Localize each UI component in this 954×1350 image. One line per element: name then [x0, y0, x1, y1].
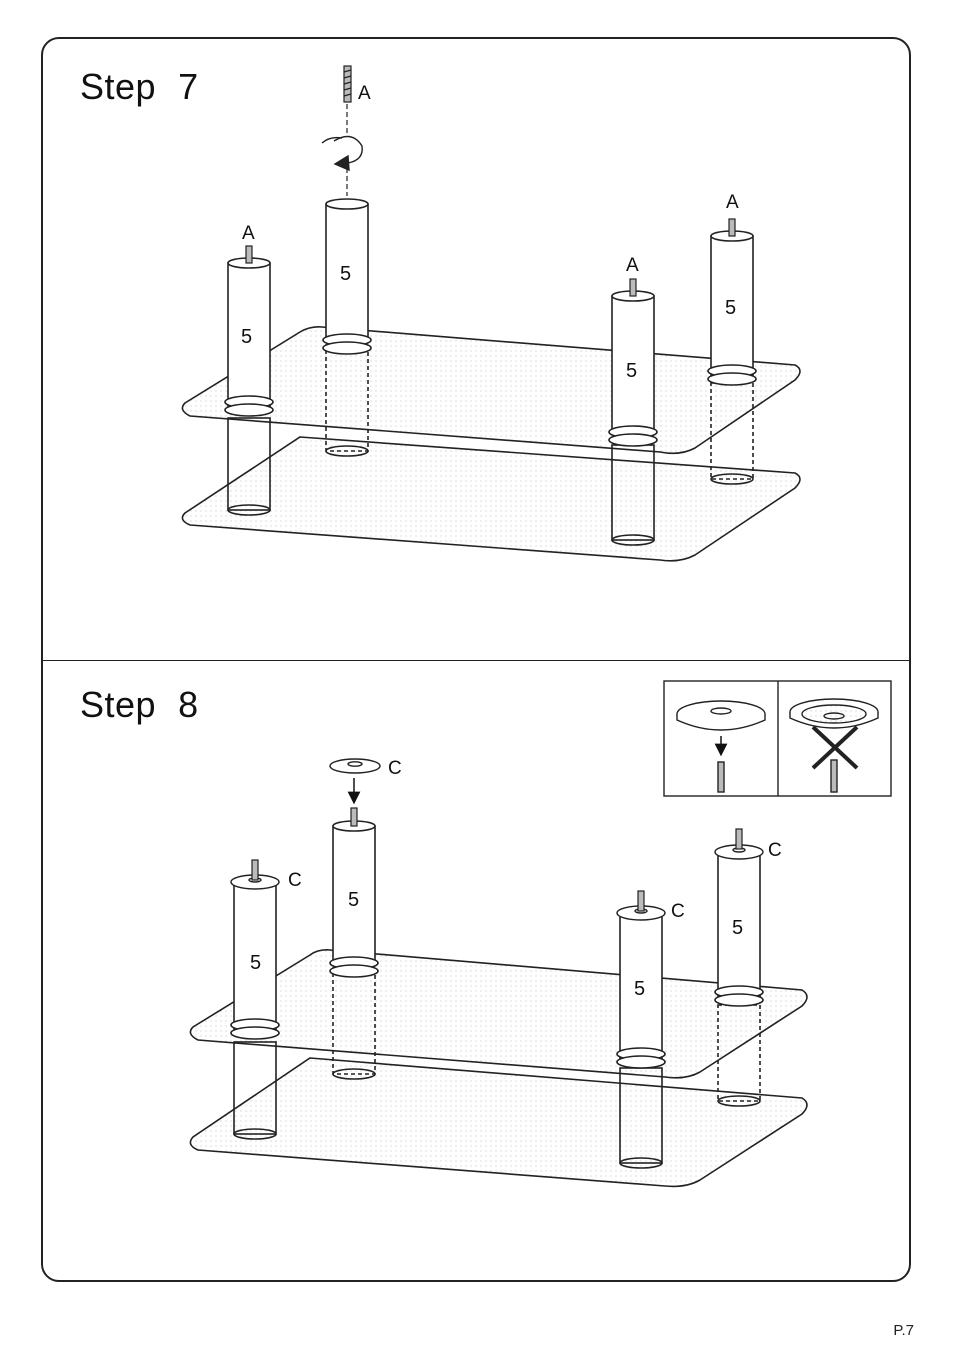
step7-diagram — [182, 66, 800, 561]
step8-washer-label: C — [671, 901, 685, 922]
step7-bolts — [246, 66, 735, 296]
step7-leg-label: 5 — [725, 297, 736, 319]
rotate-arrow-icon — [322, 137, 362, 170]
step8-top-shelf — [190, 950, 807, 1078]
step8-washer-label: C — [388, 758, 402, 779]
page-number: P.7 — [893, 1322, 914, 1339]
step8-diagram — [190, 681, 891, 1186]
step8-leg-label: 5 — [348, 889, 359, 911]
step8-bolts — [252, 778, 742, 911]
step8-leg-label: 5 — [250, 952, 261, 974]
step7-leg-label: 5 — [626, 360, 637, 382]
step7-bottom-shelf — [182, 437, 800, 561]
step7-top-shelf — [182, 327, 800, 453]
step8-washer-label: C — [288, 870, 302, 891]
washer-orientation-inset — [664, 681, 891, 796]
step7-leg-label: 5 — [340, 263, 351, 285]
step8-leg-label: 5 — [634, 978, 645, 1000]
step8-washer-label: C — [768, 840, 782, 861]
step7-bolt-label: A — [242, 223, 255, 244]
step8-leg-label: 5 — [732, 917, 743, 939]
step7-bolt-label: A — [726, 192, 739, 213]
step7-bolt-label: A — [626, 255, 639, 276]
step7-leg-label: 5 — [241, 326, 252, 348]
step7-bolt-label: A — [358, 83, 371, 104]
step8-bottom-shelf — [190, 1058, 807, 1186]
